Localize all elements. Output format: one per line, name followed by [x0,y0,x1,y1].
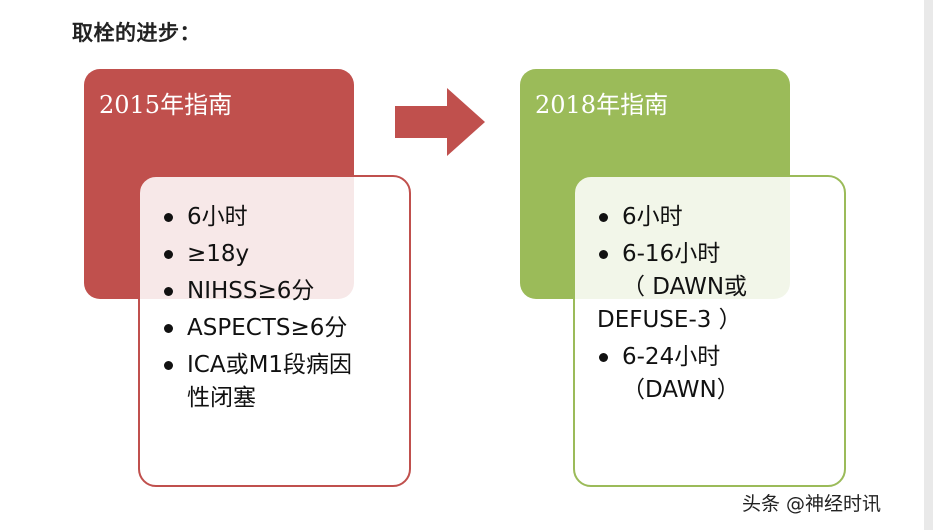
guideline-2018-title: 2018年指南 [535,91,669,119]
guideline-2015-title: 2015年指南 [99,91,233,119]
bullet-icon [599,353,608,362]
arrow-right-icon [395,88,485,156]
watermark: 头条 @神经时讯 [742,493,882,515]
guideline-2018-criteria-list: 6小时 6-16小时 （ DAWN或 DEFUSE-3 ） 6-24小时 （DA… [597,201,824,407]
bullet-icon [599,213,608,222]
guideline-2015-criteria-box: 6小时 ≥18y NIHSS≥6分 ASPECTS≥6分 ICA或M1段病因 性… [138,175,411,487]
list-item: 6-16小时 （ DAWN或 DEFUSE-3 ） [597,241,748,333]
list-item: ASPECTS≥6分 [162,312,389,345]
list-item: ICA或M1段病因 性闭塞 [162,349,389,415]
list-item: 6小时 [597,201,824,234]
guideline-2018-criteria-box: 6小时 6-16小时 （ DAWN或 DEFUSE-3 ） 6-24小时 （DA… [573,175,846,487]
page-edge-strip [924,0,933,530]
list-item: ≥18y [162,238,389,271]
list-item: NIHSS≥6分 [162,275,389,308]
list-item: 6-24小时 （DAWN） [597,341,824,407]
bullet-icon [164,250,173,259]
bullet-icon [599,250,608,259]
bullet-icon [164,324,173,333]
bullet-icon [164,287,173,296]
bullet-icon [164,213,173,222]
page-title: 取栓的进步： [72,21,201,45]
guideline-2015-criteria-list: 6小时 ≥18y NIHSS≥6分 ASPECTS≥6分 ICA或M1段病因 性… [162,201,389,415]
bullet-icon [164,361,173,370]
list-item: 6小时 [162,201,389,234]
